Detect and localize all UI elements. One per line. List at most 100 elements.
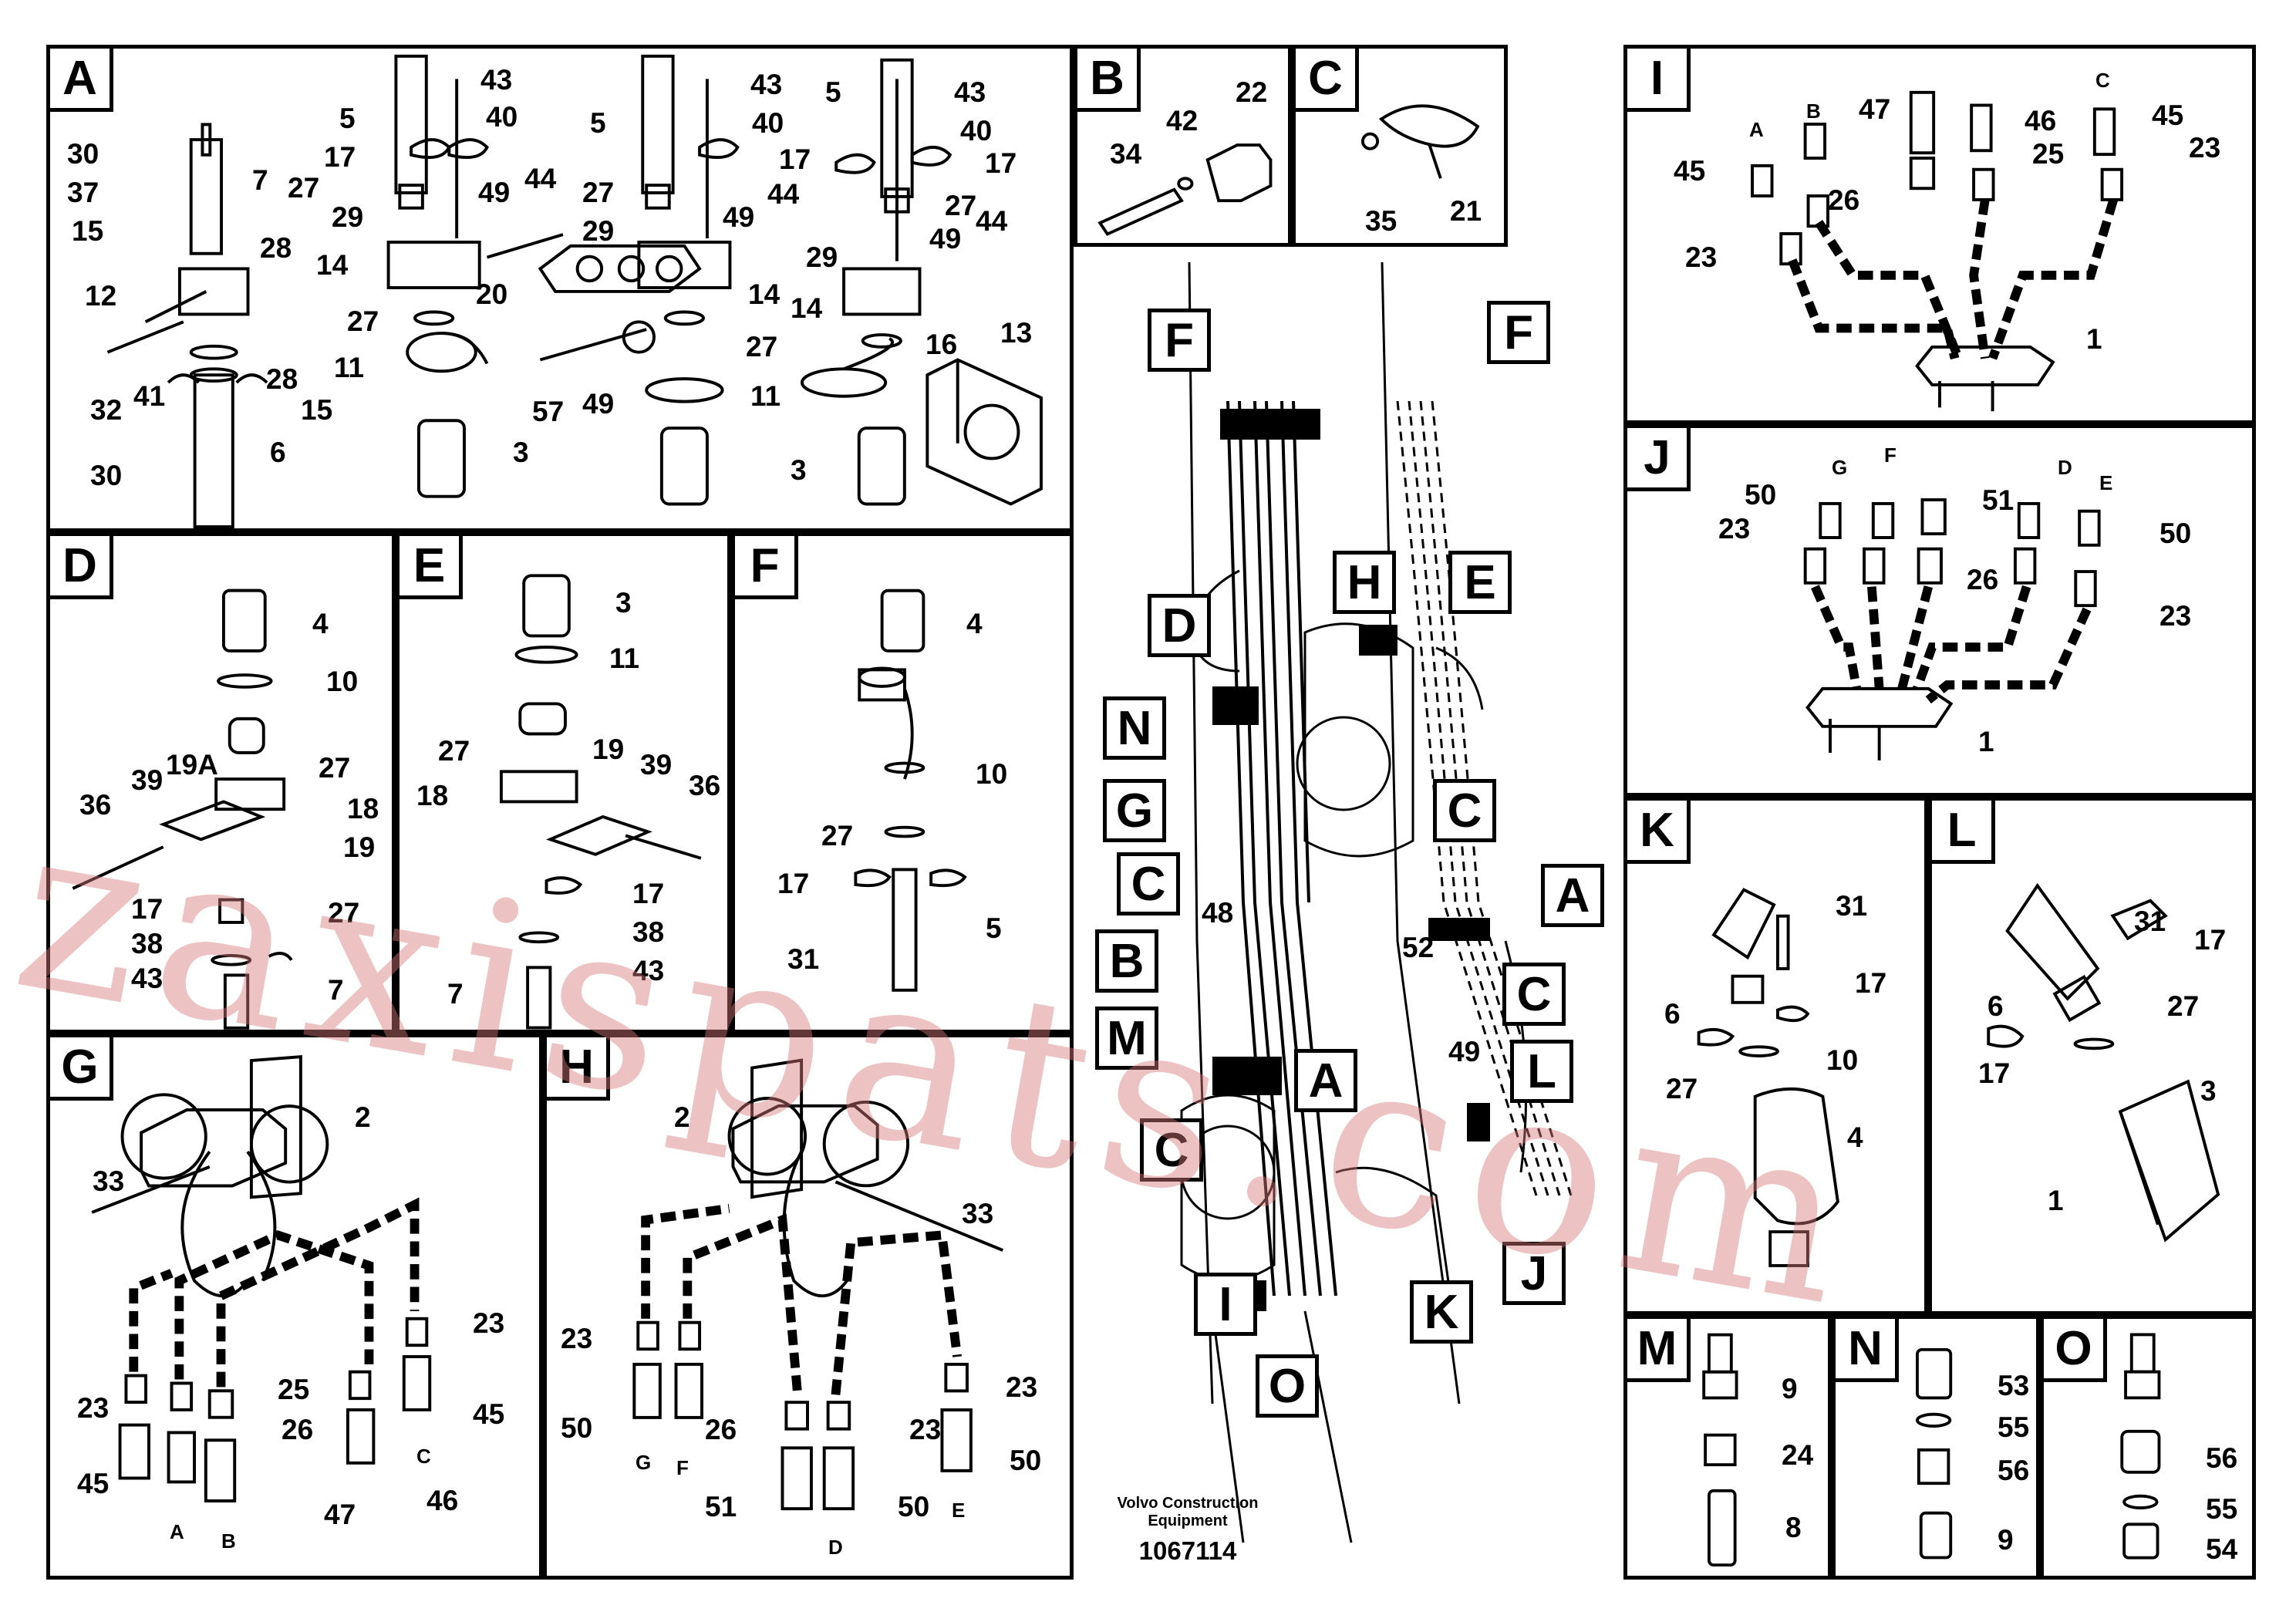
label-a-11b: 11 [750, 380, 781, 412]
panel-j-drawing [1803, 498, 2101, 760]
panel-e: E 3 11 27 19 18 39 36 17 38 43 7 [396, 532, 731, 1034]
label-l-3: 3 [2200, 1075, 2217, 1107]
panel-i-drawing [1751, 90, 2124, 412]
label-a-27a: 27 [288, 172, 320, 204]
label-d-4: 4 [312, 608, 329, 639]
panel-o-drawing [2120, 1333, 2161, 1560]
callout-f-1[interactable]: F [1148, 309, 1211, 372]
label-g-25: 25 [278, 1374, 310, 1405]
label-a-44a: 44 [524, 163, 557, 194]
panel-b-drawing [1097, 143, 1273, 236]
callout-b[interactable]: B [1095, 929, 1158, 993]
label-h-hose-g: G [636, 1451, 652, 1474]
label-h-50b: 50 [1010, 1445, 1042, 1476]
label-a-29a: 29 [332, 201, 364, 233]
label-a-7: 7 [252, 164, 268, 196]
label-a-15b: 15 [301, 394, 333, 426]
overview-label-48: 48 [1202, 897, 1234, 929]
label-o-54: 54 [2206, 1533, 2238, 1565]
label-g-23a: 23 [473, 1307, 505, 1339]
label-a-57: 57 [532, 396, 565, 427]
label-g-hose-c: C [416, 1445, 431, 1468]
label-a-20: 20 [476, 278, 508, 310]
label-l-27: 27 [2167, 990, 2200, 1022]
label-h-50a: 50 [561, 1412, 593, 1444]
label-d-7: 7 [328, 974, 344, 1006]
panel-h-tag: H [547, 1037, 610, 1101]
overview-label-49: 49 [1448, 1036, 1481, 1067]
label-e-27a: 27 [438, 735, 470, 767]
panel-i-tag: I [1627, 49, 1691, 112]
label-f-4: 4 [966, 608, 983, 639]
label-h-50c: 50 [898, 1491, 930, 1523]
callout-h[interactable]: H [1333, 551, 1396, 614]
label-a-28a: 28 [260, 232, 292, 264]
panel-h-drawing [632, 1058, 1004, 1511]
callout-e[interactable]: E [1448, 551, 1512, 614]
label-k-4: 4 [1847, 1121, 1863, 1153]
label-a-14a: 14 [316, 249, 349, 281]
label-g-45a: 45 [473, 1398, 505, 1430]
callout-g[interactable]: G [1103, 779, 1166, 842]
callout-d[interactable]: D [1148, 594, 1211, 657]
label-i-46: 46 [2025, 105, 2057, 137]
label-a-43a: 43 [480, 64, 513, 96]
panel-n: N 53 55 56 9 [1832, 1315, 2040, 1580]
callout-c-3[interactable]: C [1502, 963, 1566, 1026]
callout-l[interactable]: L [1510, 1040, 1573, 1103]
label-h-23a: 23 [561, 1323, 593, 1354]
callout-c-1[interactable]: C [1117, 852, 1180, 916]
label-a-17a: 17 [324, 141, 356, 173]
label-i-25: 25 [2032, 138, 2065, 170]
label-d-27a: 27 [319, 752, 351, 784]
panel-c-drawing [1360, 104, 1480, 179]
label-h-hose-f: F [676, 1456, 689, 1479]
label-j-23a: 23 [1718, 513, 1751, 545]
label-i-47: 47 [1859, 93, 1891, 125]
callout-a-1[interactable]: A [1541, 864, 1604, 927]
callout-j[interactable]: J [1502, 1242, 1566, 1305]
panel-k-tag: K [1627, 801, 1691, 864]
label-m-9: 9 [1782, 1373, 1798, 1404]
label-a-32: 32 [90, 394, 123, 426]
callout-m[interactable]: M [1095, 1007, 1158, 1070]
panel-a-tag: A [50, 49, 113, 112]
label-f-17: 17 [777, 868, 810, 899]
label-n-53: 53 [1998, 1370, 2030, 1401]
panel-m: M 9 24 8 [1623, 1315, 1832, 1580]
callout-c-2[interactable]: C [1433, 779, 1496, 842]
footer-drawing-number: 1067114 [1138, 1536, 1237, 1565]
panel-i: I 47 46 45 45 25 23 26 23 1 A B C [1623, 45, 2256, 424]
label-a-40b: 40 [752, 107, 784, 139]
overview-label-52: 52 [1402, 932, 1435, 963]
label-n-56: 56 [1998, 1455, 2030, 1486]
label-i-hose-b: B [1806, 99, 1821, 123]
panel-k: K 31 17 6 10 27 4 [1623, 797, 1928, 1315]
panel-g-drawing [91, 1054, 432, 1502]
label-i-45b: 45 [1674, 155, 1706, 187]
label-a-43b: 43 [750, 69, 783, 100]
callout-n[interactable]: N [1103, 696, 1166, 760]
label-e-17: 17 [632, 878, 665, 909]
panel-n-drawing [1916, 1347, 1953, 1560]
label-g-26: 26 [282, 1414, 314, 1445]
label-i-26: 26 [1828, 184, 1860, 216]
label-d-19: 19 [343, 831, 376, 863]
callout-c-4[interactable]: C [1140, 1118, 1203, 1182]
label-a-17b: 17 [779, 143, 811, 175]
label-a-15a: 15 [72, 215, 104, 247]
label-a-5c: 5 [825, 76, 841, 108]
label-a-29b: 29 [582, 215, 615, 247]
callout-o[interactable]: O [1256, 1354, 1319, 1418]
label-j-hose-e: E [2099, 471, 2113, 494]
panel-d-drawing [72, 588, 293, 1030]
callout-i[interactable]: I [1194, 1273, 1257, 1336]
callout-k[interactable]: K [1410, 1280, 1473, 1344]
label-a-43c: 43 [954, 76, 986, 108]
label-g-hose-b: B [221, 1529, 236, 1553]
callout-f-2[interactable]: F [1487, 301, 1550, 364]
panel-d: D 4 10 27 19A 36 39 18 19 17 27 38 43 7 [46, 532, 396, 1034]
label-d-38: 38 [131, 928, 164, 959]
callout-a-2[interactable]: A [1294, 1049, 1357, 1112]
label-e-3: 3 [615, 587, 632, 619]
